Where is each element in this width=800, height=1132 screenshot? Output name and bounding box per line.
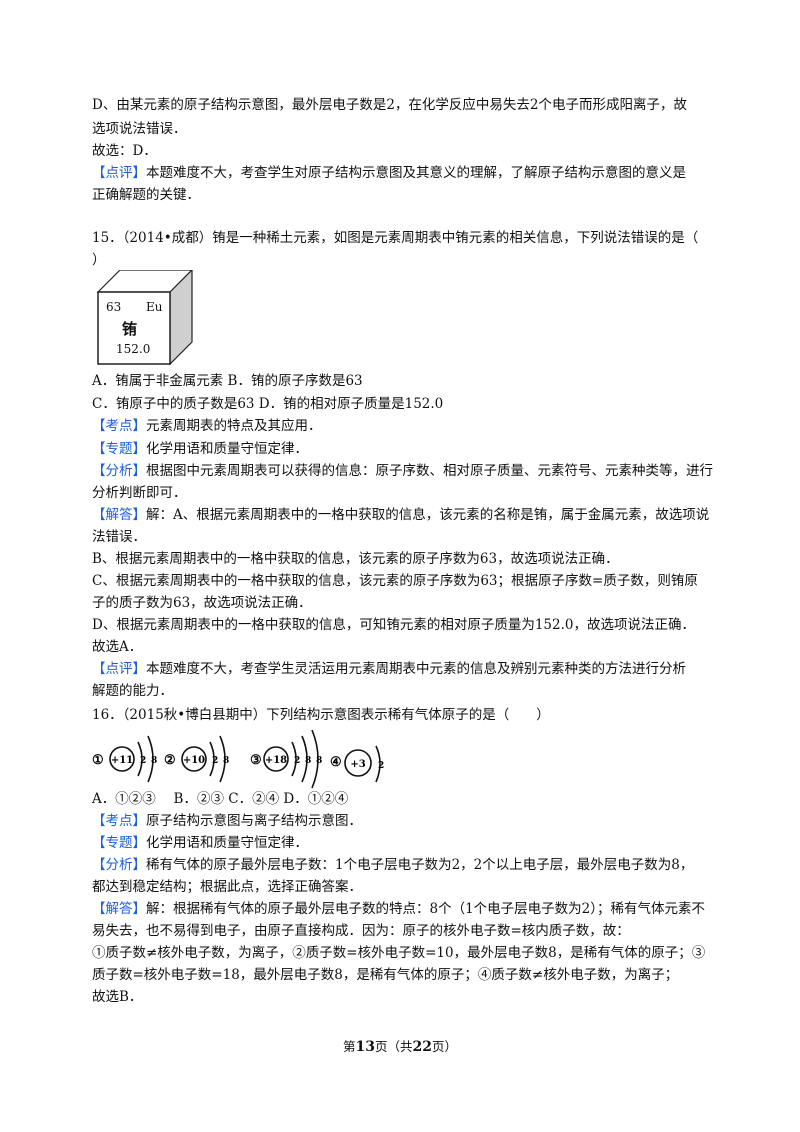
svg-text:2: 2: [140, 756, 146, 766]
atom-diagram-4: ④ +3 2: [330, 745, 384, 783]
svg-text:③: ③: [250, 753, 262, 768]
text-line: B、根据元素周期表中的一格中获取的信息，该元素的原子序数为63，故选项说法正确．: [92, 551, 619, 567]
q16-jieda: 【解答】解：根据稀有气体的原子最外层电子数的特点：8个（1个电子层电子数为2）；…: [92, 901, 706, 917]
page-footer: 第13页（共22页）: [342, 1039, 457, 1055]
svg-text:8: 8: [223, 756, 229, 766]
svg-text:①: ①: [92, 753, 104, 768]
q15-jieda: 【解答】解：A、根据元素周期表中的一格中获取的信息，该元素的名称是铕，属于金属元…: [92, 507, 710, 523]
question-16-stem: 16．（2015秋•博白县期中）下列结构示意图表示稀有气体原子的是（ ）: [92, 707, 550, 723]
question-15-stem: 15．（2014•成都）铕是一种稀土元素，如图是元素周期表中铕元素的相关信息，下…: [92, 230, 699, 246]
total-pages: 22: [412, 1039, 432, 1055]
q15-options: A．铕属于非金属元素 B．铕的原子序数是63: [92, 373, 363, 389]
answer-line: 故选A．: [92, 639, 143, 655]
comment-tag: 【点评】: [92, 165, 146, 181]
q16-kaodian: 【考点】原子结构示意图与离子结构示意图．: [92, 813, 362, 829]
q16-options: A．①②③ B．②③ C．②④ D．①②④: [92, 791, 349, 807]
text-line: 都达到稳定结构；根据此点，选择正确答案．: [92, 879, 362, 895]
answer-line: 故选：D．: [92, 143, 157, 159]
text-line: D、根据元素周期表中的一格中获取的信息，可知铕元素的相对原子质量为152.0，故…: [92, 617, 695, 633]
q15-zhuanti: 【专题】化学用语和质量守恒定律．: [92, 441, 308, 457]
text-line: 易失去，也不易得到电子，由原子直接构成．因为：原子的核外电子数=核内质子数，故：: [92, 923, 630, 939]
text-line: 解题的能力．: [92, 683, 173, 699]
atom-diagram-3: ③ +18 2 8 8: [250, 729, 322, 789]
svg-text:+11: +11: [111, 755, 133, 766]
current-page: 13: [355, 1039, 375, 1055]
svg-text:④: ④: [330, 755, 342, 770]
svg-text:+18: +18: [265, 755, 287, 766]
text-line: 正确解题的关键．: [92, 187, 200, 203]
element-card-figure: 63 Eu 铕 152.0: [96, 268, 196, 370]
atom-diagram-2: ② +10 2 8: [164, 735, 229, 783]
svg-text:2: 2: [212, 756, 218, 766]
svg-text:8: 8: [305, 756, 311, 766]
q16-fenxi: 【分析】稀有气体的原子最外层电子数：1个电子层电子数为2，2个以上电子层，最外层…: [92, 857, 694, 873]
q16-zhuanti: 【专题】化学用语和质量守恒定律．: [92, 835, 308, 851]
svg-text:2: 2: [294, 756, 300, 766]
comment-line: 【点评】本题难度不大，考查学生对原子结构示意图及其意义的理解，了解原子结构示意图…: [92, 165, 686, 181]
text-line: 分析判断即可．: [92, 485, 187, 501]
text-line: C、根据元素周期表中的一格中获取的信息，该元素的原子序数为63；根据原子序数=质…: [92, 573, 698, 589]
element-symbol: Eu: [146, 300, 163, 314]
atom-structure-diagrams: ① +11 2 8 ② +10 2 8 ③ +18 2 8: [92, 729, 412, 794]
svg-text:8: 8: [151, 756, 157, 766]
text-line: 质子数=核外电子数=18，最外层电子数8，是稀有气体的原子；④质子数≠核外电子数…: [92, 967, 679, 983]
svg-text:+3: +3: [350, 759, 365, 770]
text-line: 选项说法错误．: [92, 121, 187, 137]
svg-text:8: 8: [316, 756, 322, 766]
svg-text:②: ②: [164, 753, 176, 768]
svg-text:+10: +10: [183, 755, 205, 766]
text-line: 法错误．: [92, 529, 146, 545]
atom-diagram-1: ① +11 2 8: [92, 735, 157, 783]
text-line: ①质子数≠核外电子数，为离子，②质子数=核外电子数=10，最外层电子数8，是稀有…: [92, 945, 706, 961]
svg-text:2: 2: [378, 761, 384, 771]
q15-dianping: 【点评】本题难度不大，考查学生灵活运用元素周期表中元素的信息及辨别元素种类的方法…: [92, 661, 686, 677]
q15-options: C．铕原子中的质子数是63 D．铕的相对原子质量是152.0: [92, 396, 444, 412]
text-line: 子的质子数为63，故选项说法正确．: [92, 595, 312, 611]
question-15-stem-cont: ）: [92, 252, 106, 268]
answer-line: 故选B．: [92, 989, 143, 1005]
text-line: D、由某元素的原子结构示意图，最外层电子数是2，在化学反应中易失去2个电子而形成…: [92, 97, 688, 113]
atomic-number: 63: [106, 300, 122, 314]
atomic-mass: 152.0: [116, 342, 151, 356]
q15-fenxi: 【分析】根据图中元素周期表可以获得的信息：原子序数、相对原子质量、元素符号、元素…: [92, 463, 713, 479]
element-name: 铕: [122, 320, 138, 338]
q15-kaodian: 【考点】元素周期表的特点及其应用．: [92, 418, 322, 434]
